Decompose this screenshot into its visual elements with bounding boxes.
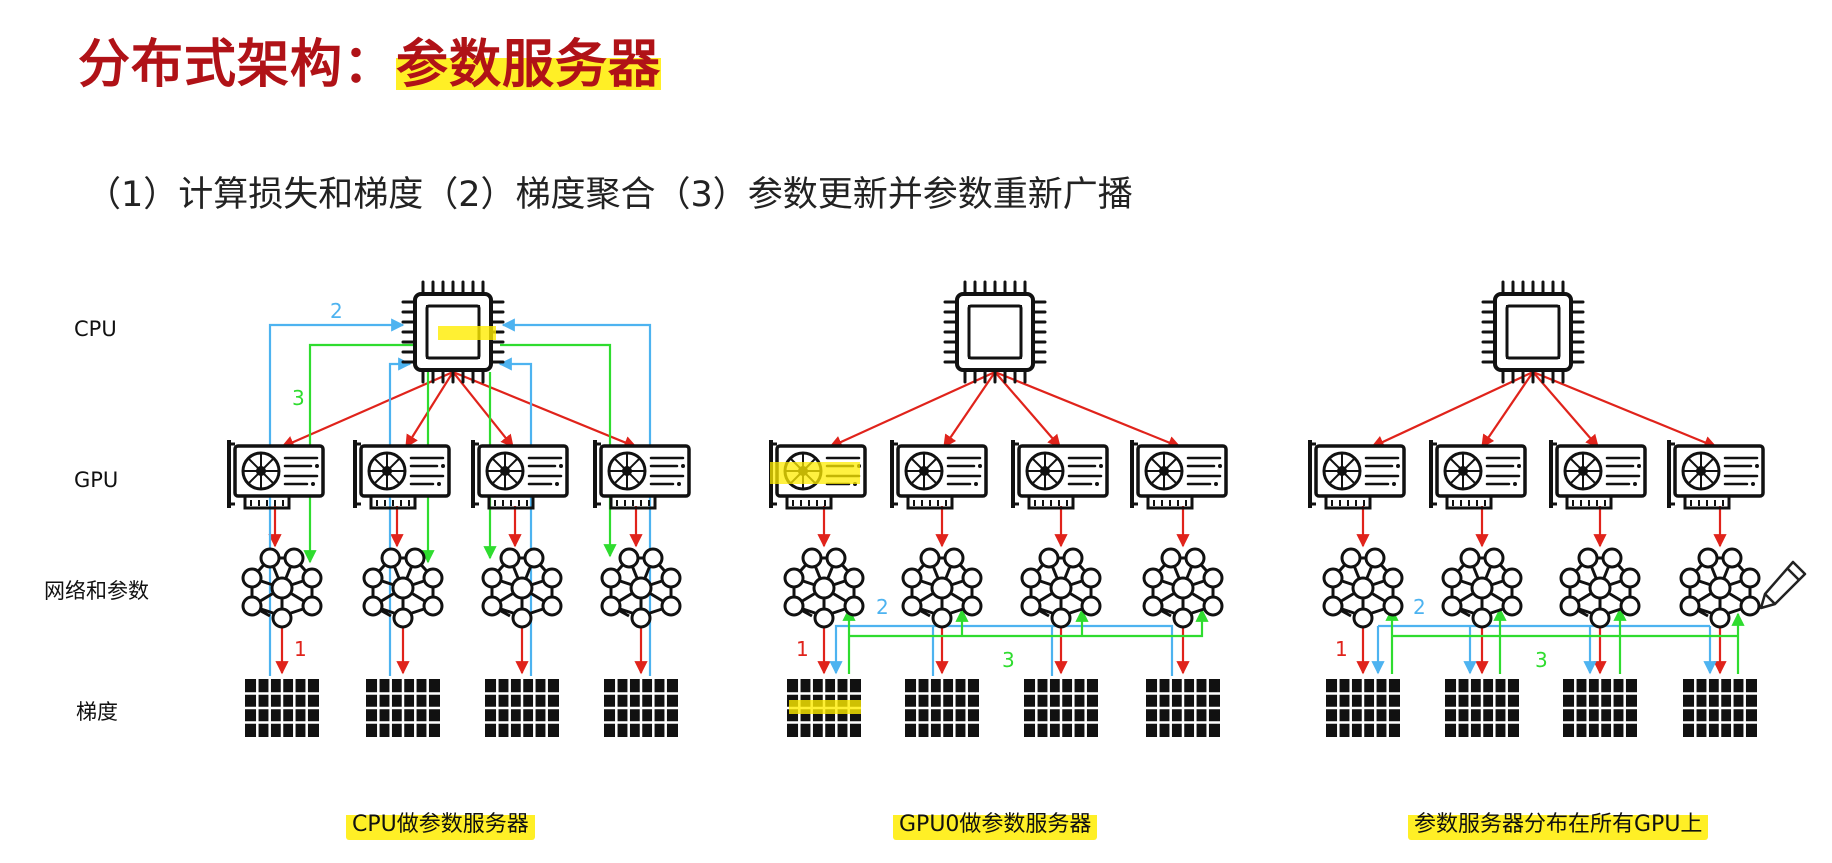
gpu-card-icon (1130, 438, 1228, 510)
gpu-card-icon (1308, 438, 1406, 510)
gradient-grid-icon (1144, 677, 1222, 739)
blue-arrows (829, 624, 1174, 676)
title-highlight: 参数服务器 (396, 35, 662, 95)
gpu-card-icon (353, 438, 451, 510)
panel-cpu-server: 2 3 1 (227, 280, 691, 739)
gradient-grid-icon (602, 677, 680, 739)
blue-arrows (1371, 624, 1717, 675)
cpu-chip-icon (943, 280, 1047, 384)
neural-network-icon (1142, 547, 1224, 629)
neural-network-icon (783, 547, 865, 629)
gradient-grid-icon (364, 677, 442, 739)
neural-network-icon (600, 547, 682, 629)
caption-gpu0-server: GPU0做参数服务器 (893, 804, 1098, 840)
neural-network-icon (1020, 547, 1102, 629)
gpu-card-icon (1011, 438, 1109, 510)
step-label-1: 1 (796, 637, 809, 661)
gpu-card-icon (1667, 438, 1765, 510)
neural-network-icon (481, 547, 563, 629)
gpu-card-icon (1549, 438, 1647, 510)
cpu-chip-icon (1481, 280, 1585, 384)
gpu0-highlight-mark (770, 462, 860, 484)
gradient-grid-icon (1022, 677, 1100, 739)
red-arrows (817, 370, 1190, 675)
cpu-highlight-mark (438, 326, 496, 340)
gradient-grid-icon (243, 677, 321, 739)
caption-cpu-server: CPU做参数服务器 (346, 804, 535, 840)
neural-network-icon (1679, 547, 1761, 629)
red-arrows (1356, 370, 1727, 675)
gradient-grid-icon (483, 677, 561, 739)
gradient-grid-icon (1561, 677, 1639, 739)
step-label-3: 3 (292, 386, 305, 410)
page-title: 分布式架构：参数服务器 (78, 22, 662, 97)
neural-network-icon (362, 547, 444, 629)
green-arrows (842, 607, 1209, 674)
row-label-cpu: CPU (74, 317, 117, 341)
gpu-card-icon (471, 438, 569, 510)
panel-distributed-server: 2 3 1 (1308, 280, 1765, 739)
caption-distributed-server: 参数服务器分布在所有GPU上 (1408, 804, 1709, 840)
neural-network-icon (1559, 547, 1641, 629)
gpu-card-icon (1429, 438, 1527, 510)
pencil-icon (1759, 560, 1807, 610)
step-label-3: 3 (1535, 648, 1548, 672)
step-label-2: 2 (1413, 595, 1426, 619)
row-label-gpu: GPU (74, 468, 119, 492)
neural-network-icon (901, 547, 983, 629)
gradient-grid-icon (1324, 677, 1402, 739)
neural-network-icon (1441, 547, 1523, 629)
step-label-1: 1 (294, 637, 307, 661)
step-label-3: 3 (1002, 648, 1015, 672)
gpu-card-icon (890, 438, 988, 510)
gradient-grid-icon (1681, 677, 1759, 739)
gradient-grid-icon (1443, 677, 1521, 739)
green-arrows (1385, 607, 1745, 674)
step-label-2: 2 (876, 595, 889, 619)
page-subtitle: （1）计算损失和梯度（2）梯度聚合（3）参数更新并参数重新广播 (86, 175, 1133, 215)
step-label-2: 2 (330, 299, 343, 323)
step-label-1: 1 (1335, 637, 1348, 661)
red-arrows (268, 370, 648, 675)
neural-network-icon (1322, 547, 1404, 629)
row-label-network: 网络和参数 (44, 579, 149, 603)
grad0-highlight-mark (789, 700, 861, 714)
title-prefix: 分布式架构： (78, 35, 397, 95)
gradient-grid-icon (903, 677, 981, 739)
row-label-gradient: 梯度 (76, 700, 118, 724)
panel-gpu0-server: 2 3 1 (769, 280, 1228, 739)
